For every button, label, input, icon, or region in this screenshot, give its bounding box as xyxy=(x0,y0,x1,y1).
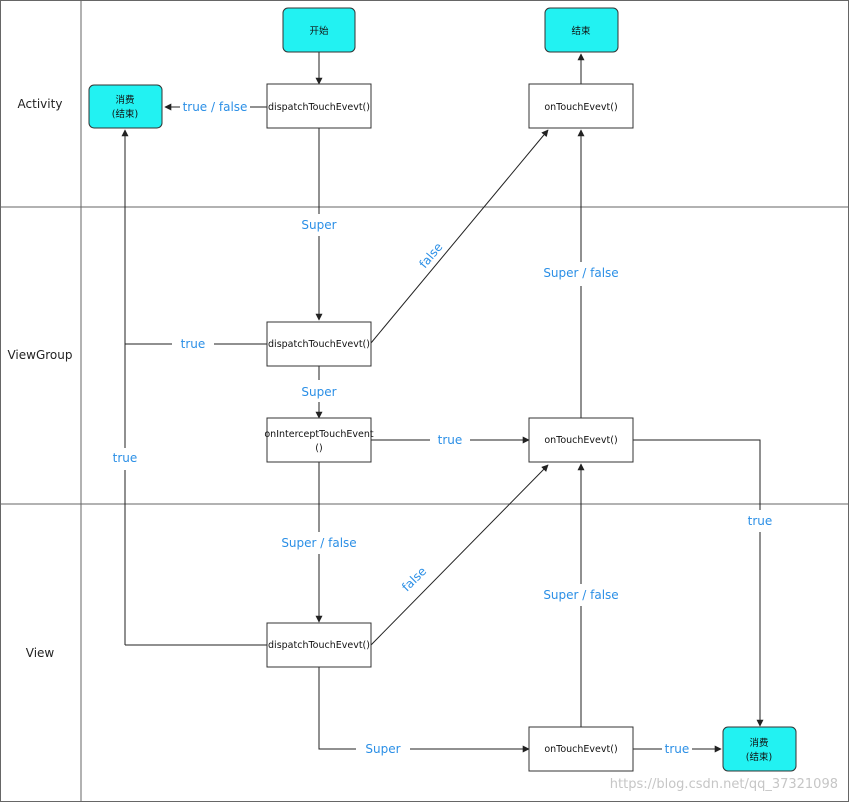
node-activity-dispatch-label: dispatchTouchEvevt() xyxy=(268,102,370,113)
terminal-consume-activity-line2: (结束) xyxy=(112,108,138,120)
edge-viewgroup-false xyxy=(370,129,549,344)
node-view-ontouch-box xyxy=(528,726,634,772)
terminal-consume-view-line2: (结束) xyxy=(746,751,772,763)
edge-label-view-super: Super xyxy=(365,742,400,756)
node-view-ontouch: onTouchEvevt() xyxy=(528,726,634,772)
node-activity-ontouch-box xyxy=(528,83,634,129)
terminal-consume-activity-line1: 消费 xyxy=(115,94,134,106)
terminal-start-shape xyxy=(282,7,356,53)
terminal-consume-view: 消费 (结束) xyxy=(722,726,797,772)
node-viewgroup-dispatch-label: dispatchTouchEvevt() xyxy=(268,339,370,350)
edge-label-view-true: true xyxy=(665,742,690,756)
terminal-consume-view-shape xyxy=(722,726,797,772)
edge-right-true-top xyxy=(633,439,761,510)
edge-label-viewgroup-super: Super xyxy=(301,385,336,399)
node-viewgroup-intercept: onInterceptTouchEvent () xyxy=(264,417,374,463)
terminal-end-shape xyxy=(544,7,619,53)
edge-view-false xyxy=(370,464,549,646)
edge-label-activity-super: Super xyxy=(301,218,336,232)
edges xyxy=(121,52,764,753)
terminal-end-label: 结束 xyxy=(571,25,591,37)
terminal-consume-activity: 消费 (结束) xyxy=(88,84,163,129)
node-activity-dispatch-box xyxy=(266,83,372,129)
edge-label-activity-true-false: true / false xyxy=(183,100,248,114)
node-view-dispatch-label: dispatchTouchEvevt() xyxy=(268,640,370,651)
watermark-text: https://blog.csdn.net/qq_37321098 xyxy=(610,777,838,792)
edge-view-super-left xyxy=(318,667,356,750)
node-viewgroup-ontouch: onTouchEvevt() xyxy=(528,417,634,463)
terminal-start-label: 开始 xyxy=(309,25,329,37)
node-viewgroup-intercept-line1: onInterceptTouchEvent xyxy=(264,429,374,440)
edge-label-view-super-false: Super / false xyxy=(543,588,618,602)
lane-label-view: View xyxy=(26,646,55,660)
lane-label-activity: Activity xyxy=(18,97,63,111)
node-activity-ontouch-label: onTouchEvevt() xyxy=(544,102,617,113)
node-view-ontouch-label: onTouchEvevt() xyxy=(544,744,617,755)
edge-label-right-true: true xyxy=(748,514,773,528)
node-viewgroup-ontouch-box xyxy=(528,417,634,463)
edge-label-viewgroup-false: false xyxy=(416,240,445,271)
node-activity-ontouch: onTouchEvevt() xyxy=(528,83,634,129)
node-viewgroup-intercept-line2: () xyxy=(315,443,322,454)
terminal-start: 开始 xyxy=(282,7,356,53)
node-view-dispatch: dispatchTouchEvevt() xyxy=(266,622,372,668)
lane-label-viewgroup: ViewGroup xyxy=(7,348,72,362)
node-viewgroup-ontouch-label: onTouchEvevt() xyxy=(544,435,617,446)
edge-label-intercept-true: true xyxy=(438,433,463,447)
node-viewgroup-dispatch: dispatchTouchEvevt() xyxy=(266,321,372,367)
terminal-consume-view-line1: 消费 xyxy=(749,737,768,749)
edge-label-viewgroup-true: true xyxy=(181,337,206,351)
node-view-dispatch-box xyxy=(266,622,372,668)
node-activity-dispatch: dispatchTouchEvevt() xyxy=(266,83,372,129)
edge-label-intercept-super-false: Super / false xyxy=(281,536,356,550)
terminal-end: 结束 xyxy=(544,7,619,53)
node-viewgroup-intercept-box xyxy=(266,417,372,463)
node-viewgroup-dispatch-box xyxy=(266,321,372,367)
terminal-consume-activity-shape xyxy=(88,84,163,129)
edge-label-viewgroup-super-false: Super / false xyxy=(543,266,618,280)
edge-label-left-true: true xyxy=(113,451,138,465)
